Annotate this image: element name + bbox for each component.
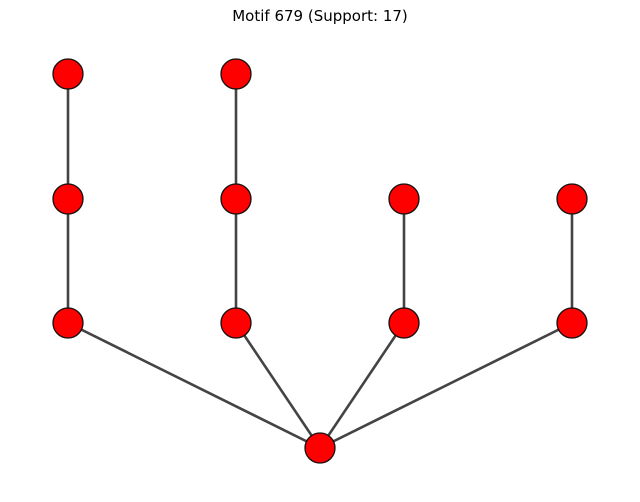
edge-n0-n1 xyxy=(66,321,322,450)
node-n1 xyxy=(52,307,84,339)
node-n5 xyxy=(52,183,84,215)
node-n9 xyxy=(388,183,420,215)
edge-n0-n4 xyxy=(318,321,574,450)
edge-n0-n2 xyxy=(234,321,322,450)
node-n6 xyxy=(52,58,84,90)
diagram-title: Motif 679 (Support: 17) xyxy=(232,7,408,25)
node-n4 xyxy=(556,307,588,339)
node-n7 xyxy=(220,183,252,215)
node-n3 xyxy=(388,307,420,339)
node-n8 xyxy=(220,58,252,90)
edge-n0-n3 xyxy=(318,321,406,450)
edges-layer xyxy=(66,72,574,450)
node-n2 xyxy=(220,307,252,339)
nodes-layer xyxy=(52,58,588,464)
node-n10 xyxy=(556,183,588,215)
node-n0 xyxy=(304,432,336,464)
